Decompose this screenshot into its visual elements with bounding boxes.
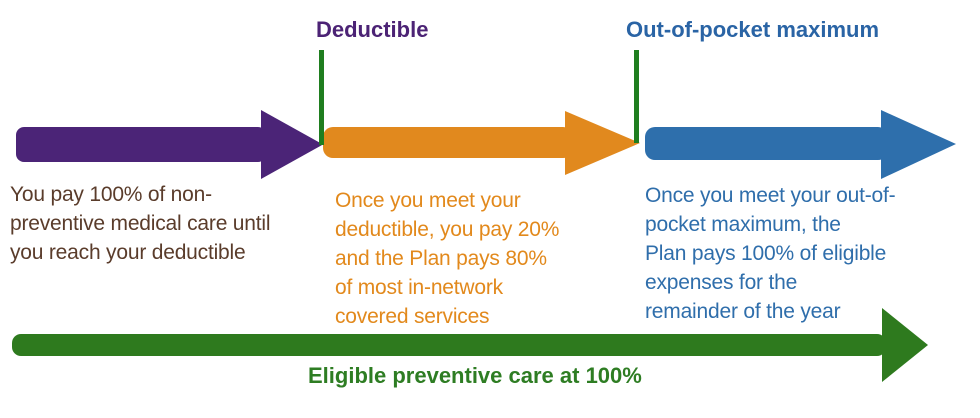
before-deductible-arrow-body bbox=[16, 127, 266, 162]
preventive-care-label: Eligible preventive care at 100% bbox=[308, 363, 642, 388]
after-oop-max-arrow-body bbox=[645, 127, 888, 160]
description-line: you reach your deductible bbox=[10, 241, 246, 264]
before-deductible-description: You pay 100% of non- preventive medical … bbox=[10, 180, 271, 267]
after-oop-max-arrow bbox=[645, 110, 956, 179]
description-line: preventive medical care until bbox=[10, 212, 271, 235]
after-oop-max-description: Once you meet your out-of- pocket maximu… bbox=[645, 181, 896, 326]
description-line: Plan pays 100% of eligible bbox=[645, 242, 887, 265]
after-deductible-arrow-body bbox=[323, 127, 573, 158]
deductible-marker-line bbox=[319, 50, 324, 145]
preventive-care-arrow-body bbox=[12, 334, 886, 356]
description-line: Once you meet your out-of- bbox=[645, 184, 896, 207]
after-deductible-arrow bbox=[323, 111, 640, 175]
description-line: expenses for the bbox=[645, 271, 798, 294]
description-line: remainder of the year bbox=[645, 300, 841, 323]
preventive-care-arrow-head bbox=[882, 308, 928, 382]
description-line: of most in-network bbox=[335, 276, 503, 299]
description-line: and the Plan pays 80% bbox=[335, 247, 547, 270]
before-deductible-arrow bbox=[16, 110, 323, 179]
oop-max-marker-label: Out-of-pocket maximum bbox=[626, 17, 880, 42]
description-line: pocket maximum, the bbox=[645, 213, 841, 236]
description-line: covered services bbox=[335, 305, 490, 328]
oop-max-marker-line bbox=[634, 50, 639, 143]
before-deductible-arrow-head bbox=[261, 110, 323, 179]
description-line: You pay 100% of non- bbox=[10, 183, 212, 206]
after-deductible-arrow-head bbox=[565, 111, 640, 175]
after-deductible-description: Once you meet your deductible, you pay 2… bbox=[335, 186, 559, 331]
after-oop-max-arrow-head bbox=[881, 110, 956, 179]
preventive-care-arrow bbox=[12, 308, 928, 382]
description-line: deductible, you pay 20% bbox=[335, 218, 560, 241]
deductible-marker-label: Deductible bbox=[316, 17, 429, 42]
description-line: Once you meet your bbox=[335, 189, 521, 212]
